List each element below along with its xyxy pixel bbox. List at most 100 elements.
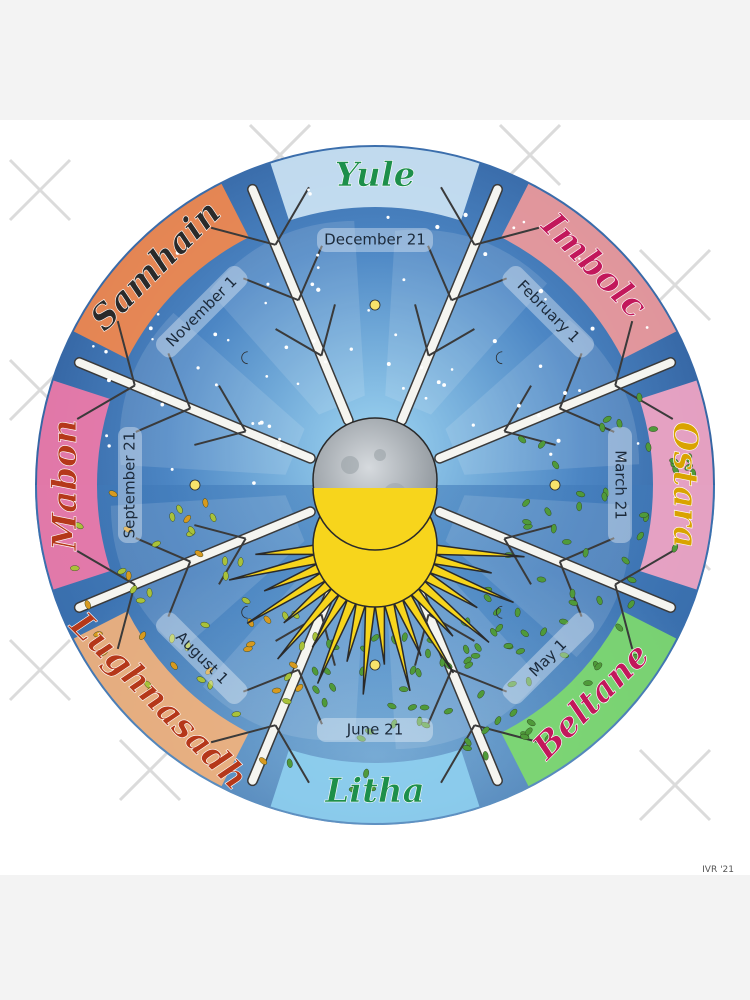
leaf-icon [636,392,643,403]
leaf-icon [559,652,569,659]
star-icon [265,374,269,378]
leaf-icon [639,512,649,518]
star-icon [435,224,440,230]
star-icon [214,383,218,387]
star-icon [252,481,256,485]
leaf-icon [231,711,241,718]
star-icon [316,266,320,270]
leaf-icon [241,597,251,605]
star-icon [107,444,111,448]
leaf-icon [312,685,320,694]
tree-twig [116,584,136,650]
leaf-icon [576,501,582,512]
festival-name-mabon: Mabon [45,420,85,552]
star-icon [512,226,516,230]
tree-twig [135,407,191,433]
leaf-icon [520,733,530,740]
leaf-icon [522,498,530,507]
leaf-icon [356,735,366,742]
date-label-background [155,612,248,705]
leaf-icon [550,523,557,534]
date-label-background [502,265,595,358]
leaf-icon [672,466,679,475]
star-icon [266,282,270,286]
tree-twig [76,384,136,420]
festival-date-litha: June 21 [346,721,404,739]
tree-twig [427,669,453,725]
star-icon [323,360,328,364]
tree-twig [297,669,323,725]
leaf-icon [522,519,532,526]
star-icon [267,424,272,429]
tree-twig [428,328,475,357]
leaf-icon [582,548,589,558]
leaf-icon [129,585,138,594]
star-icon [522,220,526,224]
leaf-icon [289,661,298,669]
star-icon [563,391,568,396]
date-label-background [317,228,433,252]
tree-twig [440,724,476,784]
tree-twig [167,561,192,618]
tree-branch-bark [248,185,353,425]
star-icon [549,452,553,456]
leaf-icon [515,648,525,655]
festival-date-ostara: March 21 [612,450,630,520]
leaf-icon [616,418,623,429]
star-icon [156,312,160,316]
tree-twig [274,724,310,784]
tree-twig [504,524,556,540]
festival-band [73,611,249,787]
star-icon [104,350,108,354]
star-icon [386,215,390,219]
leaf-icon [686,453,693,463]
tree-twig [218,385,247,432]
tree-twig [274,186,310,246]
leaf-icon [464,661,473,669]
leaf-icon [205,667,214,675]
leaf-icon [147,686,153,697]
leaf-icon [348,786,359,793]
leaf-icon [419,704,430,711]
leaf-icon [125,570,132,581]
leaf-icon [463,644,470,654]
leaf-icon [671,543,679,553]
leaf-icon [538,440,546,449]
festival-band [639,380,713,590]
tree-twig [614,584,634,650]
star-icon [424,396,428,400]
star-icon [402,278,406,282]
leaf-icon [108,490,118,498]
leaf-icon [684,463,693,471]
leaf-icon [93,631,103,638]
star-icon [420,366,424,370]
tree-twig [614,550,674,586]
leaf-icon [409,665,417,675]
festival-band [36,380,111,590]
star-icon [106,378,111,383]
leaf-icon [176,504,183,514]
star-icon [463,212,468,218]
leaf-icon [207,680,214,690]
leaf-icon [470,653,481,659]
star-icon [620,457,625,462]
star-icon [517,403,521,408]
leaf-icon [387,702,397,710]
star-icon [316,253,320,257]
star-icon [544,297,547,301]
leaf-icon [123,526,133,533]
star-icon [538,288,544,294]
leaf-icon [690,468,697,478]
wheel-of-the-year: YuleImbolcOstaraBeltaneLithaLughnasadhMa… [8,123,715,825]
star-icon [556,438,561,443]
leaf-icon [390,719,398,729]
leaf-icon [536,576,547,583]
leaf-icon [416,716,423,727]
tree-twig [503,538,532,585]
star-icon [645,326,649,329]
star-icon [151,391,155,395]
star-icon [296,382,300,386]
tree-twig [451,668,508,693]
star-icon [401,386,405,390]
